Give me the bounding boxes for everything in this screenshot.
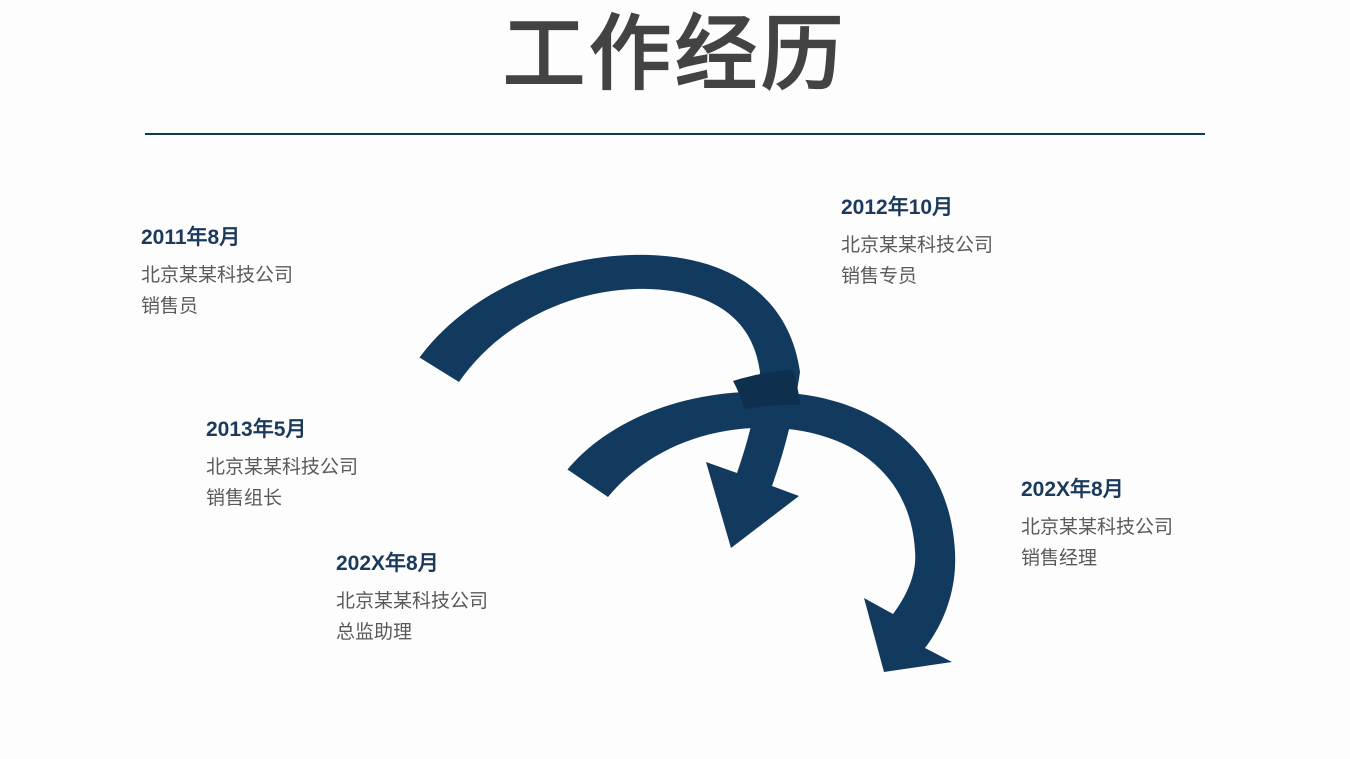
timeline-entry-202x-08-assistant[interactable]: 202X年8月 北京某某科技公司 总监助理: [336, 550, 488, 649]
entry-role: 销售专员: [841, 266, 918, 288]
entry-company: 北京某某科技公司: [336, 591, 489, 613]
entry-company: 北京某某科技公司: [1021, 517, 1174, 539]
curved-arrow-upper-path: [419, 254, 800, 548]
timeline-entry-2013-05[interactable]: 2013年5月 北京某某科技公司 销售组长: [206, 416, 358, 515]
arrow-overlap-shade: [733, 370, 800, 409]
entry-role: 销售经理: [1021, 548, 1098, 570]
entry-role: 总监助理: [336, 622, 413, 644]
entry-company: 北京某某科技公司: [841, 235, 994, 257]
entry-date: 202X年8月: [1021, 478, 1124, 501]
entry-date: 2011年8月: [141, 226, 241, 249]
entry-company: 北京某某科技公司: [206, 457, 359, 479]
entry-date: 2012年10月: [841, 196, 954, 219]
timeline-entry-2012-10[interactable]: 2012年10月 北京某某科技公司 销售专员: [841, 194, 993, 293]
entry-role: 销售员: [141, 296, 199, 318]
entry-role: 销售组长: [206, 488, 283, 510]
timeline-entry-202x-08-manager[interactable]: 202X年8月 北京某某科技公司 销售经理: [1021, 476, 1173, 575]
entry-company: 北京某某科技公司: [141, 265, 294, 287]
entry-date: 202X年8月: [336, 552, 439, 575]
timeline-entry-2011-08[interactable]: 2011年8月 北京某某科技公司 销售员: [141, 224, 293, 323]
curved-arrow-lower-path: [567, 391, 956, 672]
page-title: 工作经历: [502, 9, 847, 100]
title-divider: [145, 133, 1205, 135]
entry-date: 2013年5月: [206, 418, 307, 441]
